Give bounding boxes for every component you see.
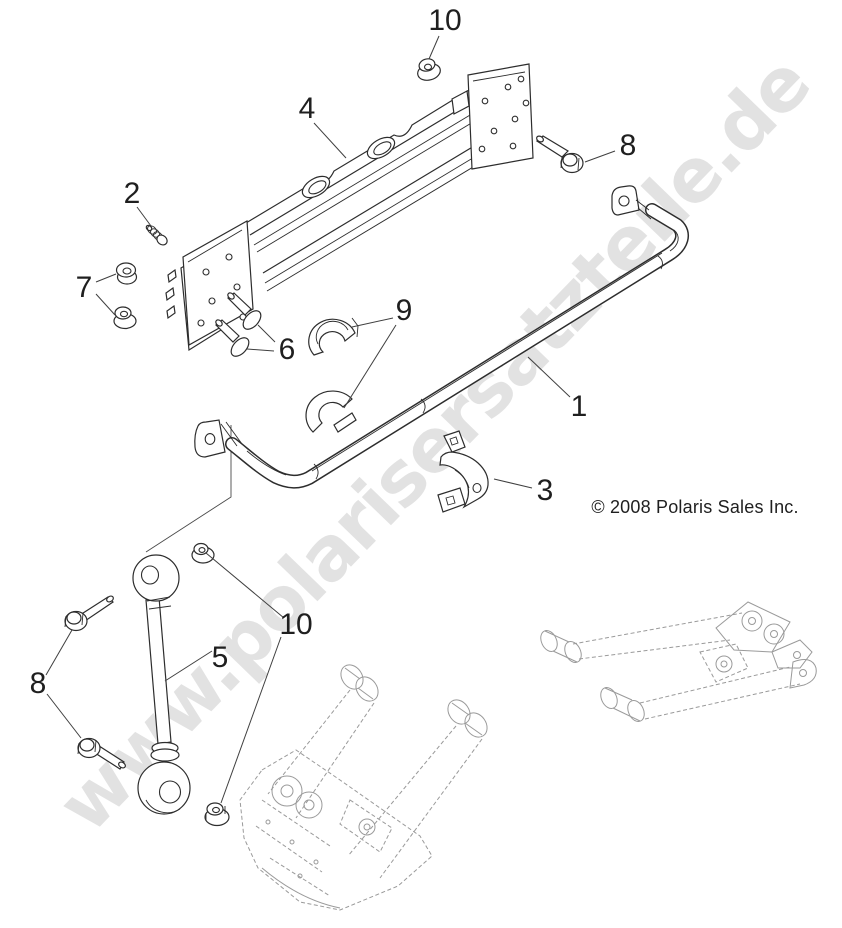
part-flange-bolt-top xyxy=(535,135,584,174)
copyright-text: © 2008 Polaris Sales Inc. xyxy=(591,497,798,517)
callout-8-top: 8 xyxy=(620,129,637,162)
callout-4: 4 xyxy=(299,92,316,125)
part-flange-bolts-bottom xyxy=(64,595,126,770)
callout-1: 1 xyxy=(571,390,588,423)
callout-10-top: 10 xyxy=(428,4,461,37)
part-flange-nuts-7 xyxy=(113,262,138,330)
callout-10-bottom: 10 xyxy=(279,608,312,641)
part-clamp-bracket xyxy=(437,430,489,513)
part-set-screw xyxy=(145,224,168,246)
callout-7: 7 xyxy=(76,271,93,304)
callout-9: 9 xyxy=(396,294,413,327)
part-bushing-halves xyxy=(305,317,359,433)
part-stabilizer-bar xyxy=(194,185,689,489)
callout-2: 2 xyxy=(124,177,141,210)
callout-8-bottom: 8 xyxy=(30,667,47,700)
callout-3: 3 xyxy=(537,474,554,507)
callout-labels: 10 4 8 2 7 6 9 1 3 5 8 10 xyxy=(30,4,637,700)
part-lock-nuts-bottom xyxy=(191,542,230,827)
callout-leader-lines xyxy=(45,35,616,804)
part-mount-rail xyxy=(165,63,534,352)
part-clevis-pins xyxy=(215,292,262,357)
callout-5: 5 xyxy=(212,641,229,674)
reference-swing-arm-right xyxy=(540,601,817,722)
reference-trailing-arm-center xyxy=(239,664,488,911)
part-linkage-rod xyxy=(132,554,191,815)
callout-6: 6 xyxy=(279,333,296,366)
part-flange-nut-top xyxy=(417,58,441,81)
